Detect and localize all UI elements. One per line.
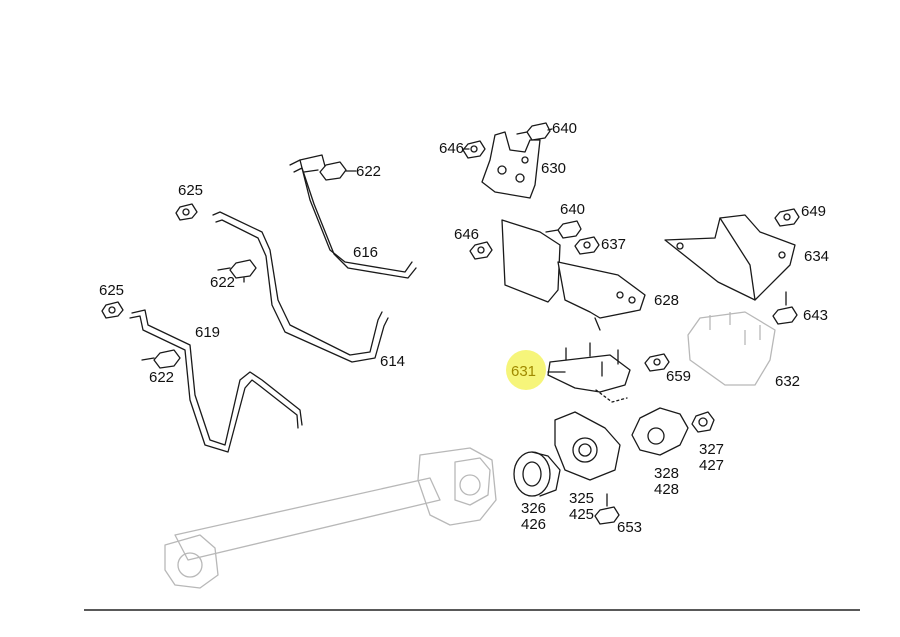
bolt-640-a (516, 122, 551, 141)
highlight-marker (506, 350, 546, 390)
nut-646-b (469, 241, 493, 260)
callout-649[interactable]: 649 (801, 203, 826, 220)
callout-637[interactable]: 637 (601, 236, 626, 253)
callout-labels: 640 646 630 622 625 616 622 640 646 637 … (99, 120, 829, 536)
callout-643[interactable]: 643 (803, 307, 828, 324)
bolt-622-a (303, 161, 347, 181)
callout-622[interactable]: 622 (149, 369, 174, 386)
propeller-shaft (164, 447, 497, 589)
callout-630[interactable]: 630 (541, 160, 566, 177)
callout-619[interactable]: 619 (195, 324, 220, 341)
bolt-640-b (545, 220, 582, 239)
callout-646[interactable]: 646 (439, 140, 464, 157)
bracket-630 (481, 131, 541, 199)
nut-327 (691, 411, 715, 433)
callout-640[interactable]: 640 (560, 201, 585, 218)
bolt-653 (594, 493, 620, 525)
callout-646[interactable]: 646 (454, 226, 479, 243)
crossmember-634 (664, 214, 796, 301)
mount-631 (547, 342, 631, 403)
callout-614[interactable]: 614 (380, 353, 405, 370)
callout-631[interactable]: 631 (511, 363, 536, 380)
callout-325[interactable]: 325 (569, 490, 594, 507)
callout-328[interactable]: 328 (654, 465, 679, 482)
callout-426[interactable]: 426 (521, 516, 546, 533)
callout-622[interactable]: 622 (210, 274, 235, 291)
nut-659 (644, 353, 670, 372)
callout-634[interactable]: 634 (804, 248, 829, 265)
flange-328 (631, 407, 689, 456)
callout-640[interactable]: 640 (552, 120, 577, 137)
callout-625[interactable]: 625 (99, 282, 124, 299)
bracket-614 (212, 211, 389, 363)
bearing-ring-326 (513, 451, 561, 497)
leader-lines (243, 128, 566, 373)
bracket-628 (501, 219, 646, 331)
bracket-619 (129, 309, 303, 453)
bolt-643 (772, 291, 798, 325)
callout-425[interactable]: 425 (569, 506, 594, 523)
callout-628[interactable]: 628 (654, 292, 679, 309)
callout-659[interactable]: 659 (666, 368, 691, 385)
center-bearing-325 (554, 411, 621, 481)
nut-637 (574, 236, 600, 255)
bolt-622-c (141, 349, 181, 369)
mount-632 (687, 311, 776, 386)
callout-653[interactable]: 653 (617, 519, 642, 536)
bolt-622-b (217, 259, 257, 279)
callout-625[interactable]: 625 (178, 182, 203, 199)
callout-327[interactable]: 327 (699, 441, 724, 458)
callout-622[interactable]: 622 (356, 163, 381, 180)
callout-616[interactable]: 616 (353, 244, 378, 261)
callout-326[interactable]: 326 (521, 500, 546, 517)
callout-427[interactable]: 427 (699, 457, 724, 474)
bracket-616 (289, 154, 417, 279)
callout-428[interactable]: 428 (654, 481, 679, 498)
nut-625-a (175, 203, 198, 221)
nut-649 (774, 208, 800, 227)
nut-625-b (101, 301, 124, 319)
callout-632[interactable]: 632 (775, 373, 800, 390)
nut-646-a (462, 140, 486, 159)
